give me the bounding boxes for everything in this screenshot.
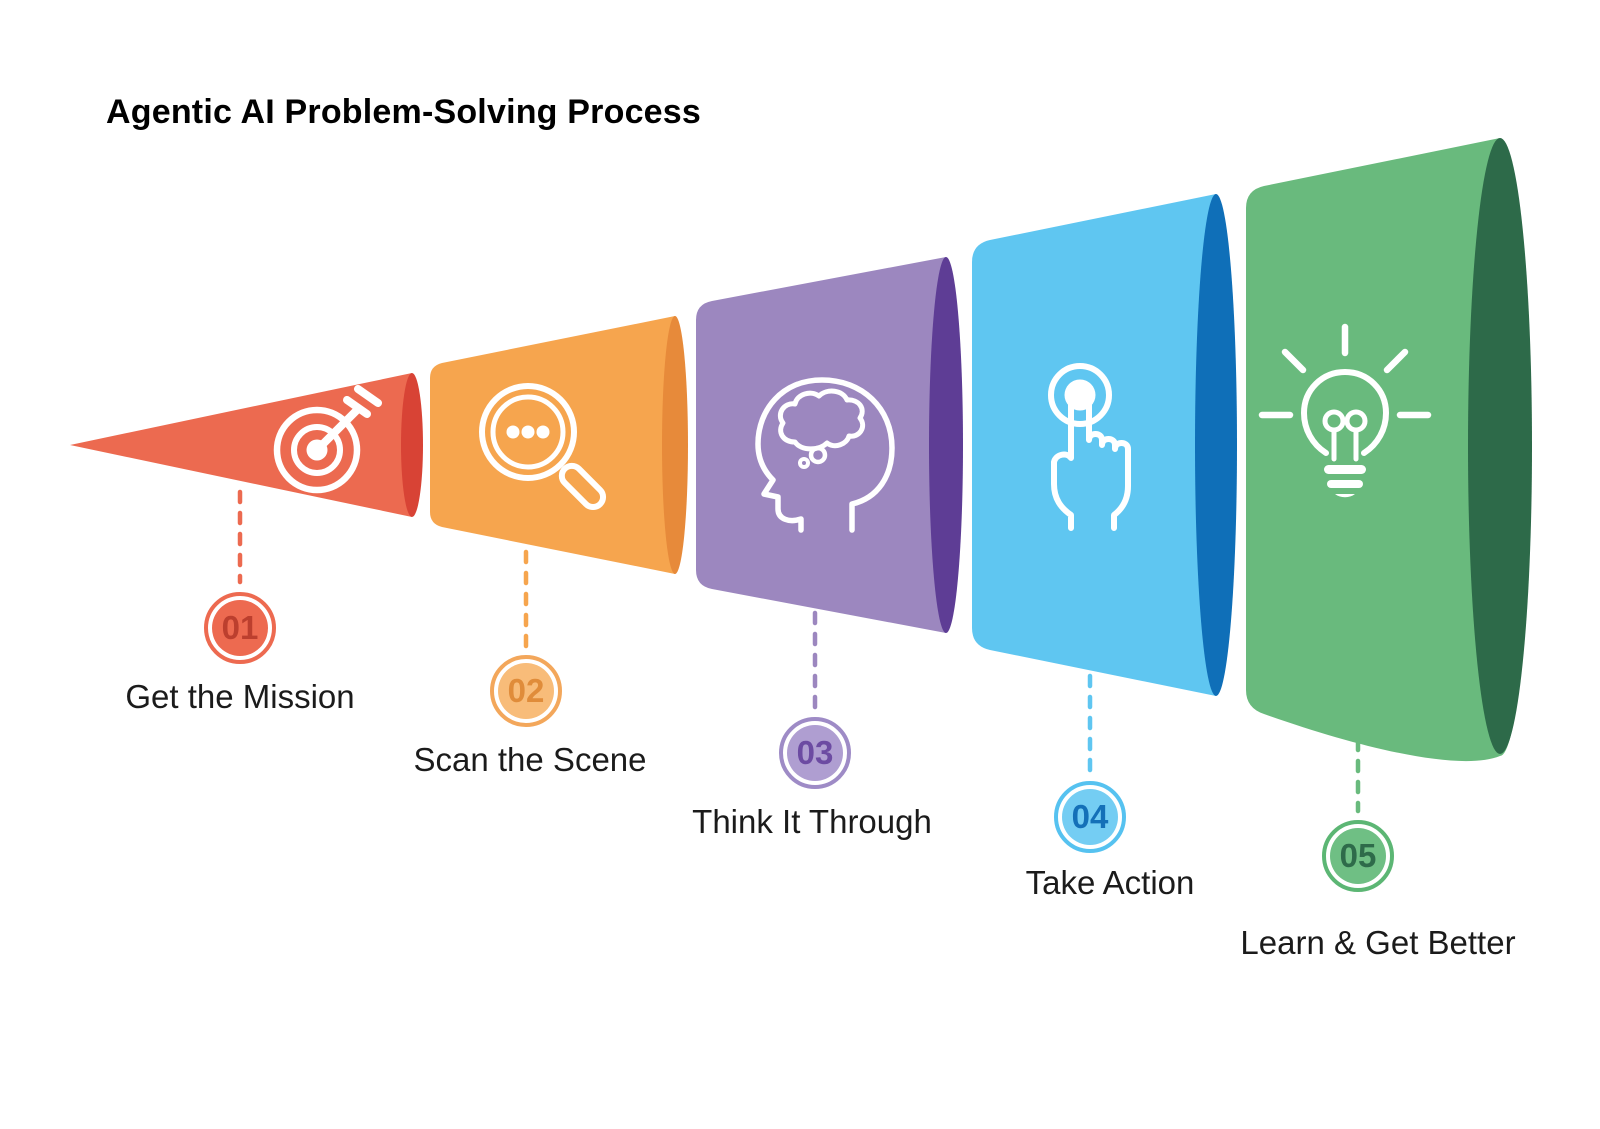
tap-hand-icon [1048,363,1131,531]
funnel-segment-01-rim [401,373,423,517]
step-04-number-text: 04 [1071,798,1109,835]
target-dart-icon [273,385,382,494]
step-05-label: Learn & Get Better [1240,924,1516,961]
step-04-number: 04 [1062,789,1118,845]
funnel-segment-03-rim [929,257,963,633]
funnel-segment-02-rim [662,316,688,574]
step-01-label: Get the Mission [125,678,355,715]
head-thought-icon [755,377,895,533]
step-05-badge: 05 [1322,820,1394,892]
step-02-number-text: 02 [507,672,545,709]
step-01-number: 01 [212,600,268,656]
step-03-number: 03 [787,725,843,781]
step-04-badge: 04 [1054,781,1126,853]
step-05-number-text: 05 [1339,837,1377,874]
step-03-badge: 03 [779,717,851,789]
funnel-segment-02-body [430,316,675,574]
funnel-segment-04-rim [1195,194,1237,696]
step-03-number-text: 03 [796,734,834,771]
step-02-label: Scan the Scene [413,741,647,778]
step-05-number: 05 [1330,828,1386,884]
step-04-label: Take Action [1025,864,1195,901]
diagram-title: Agentic AI Problem-Solving Process [106,93,702,131]
funnel-segment-05-cap [1468,138,1532,754]
lightbulb-icon [1258,323,1432,498]
funnel-segment-04-body [972,194,1216,696]
funnel-segment-05-body [1246,138,1530,762]
magnifier-dots-icon [479,383,607,511]
step-02-number: 02 [498,663,554,719]
step-03-label: Think It Through [692,803,932,840]
step-02-badge: 02 [490,655,562,727]
step-01-number-text: 01 [221,609,259,646]
step-01-badge: 01 [204,592,276,664]
